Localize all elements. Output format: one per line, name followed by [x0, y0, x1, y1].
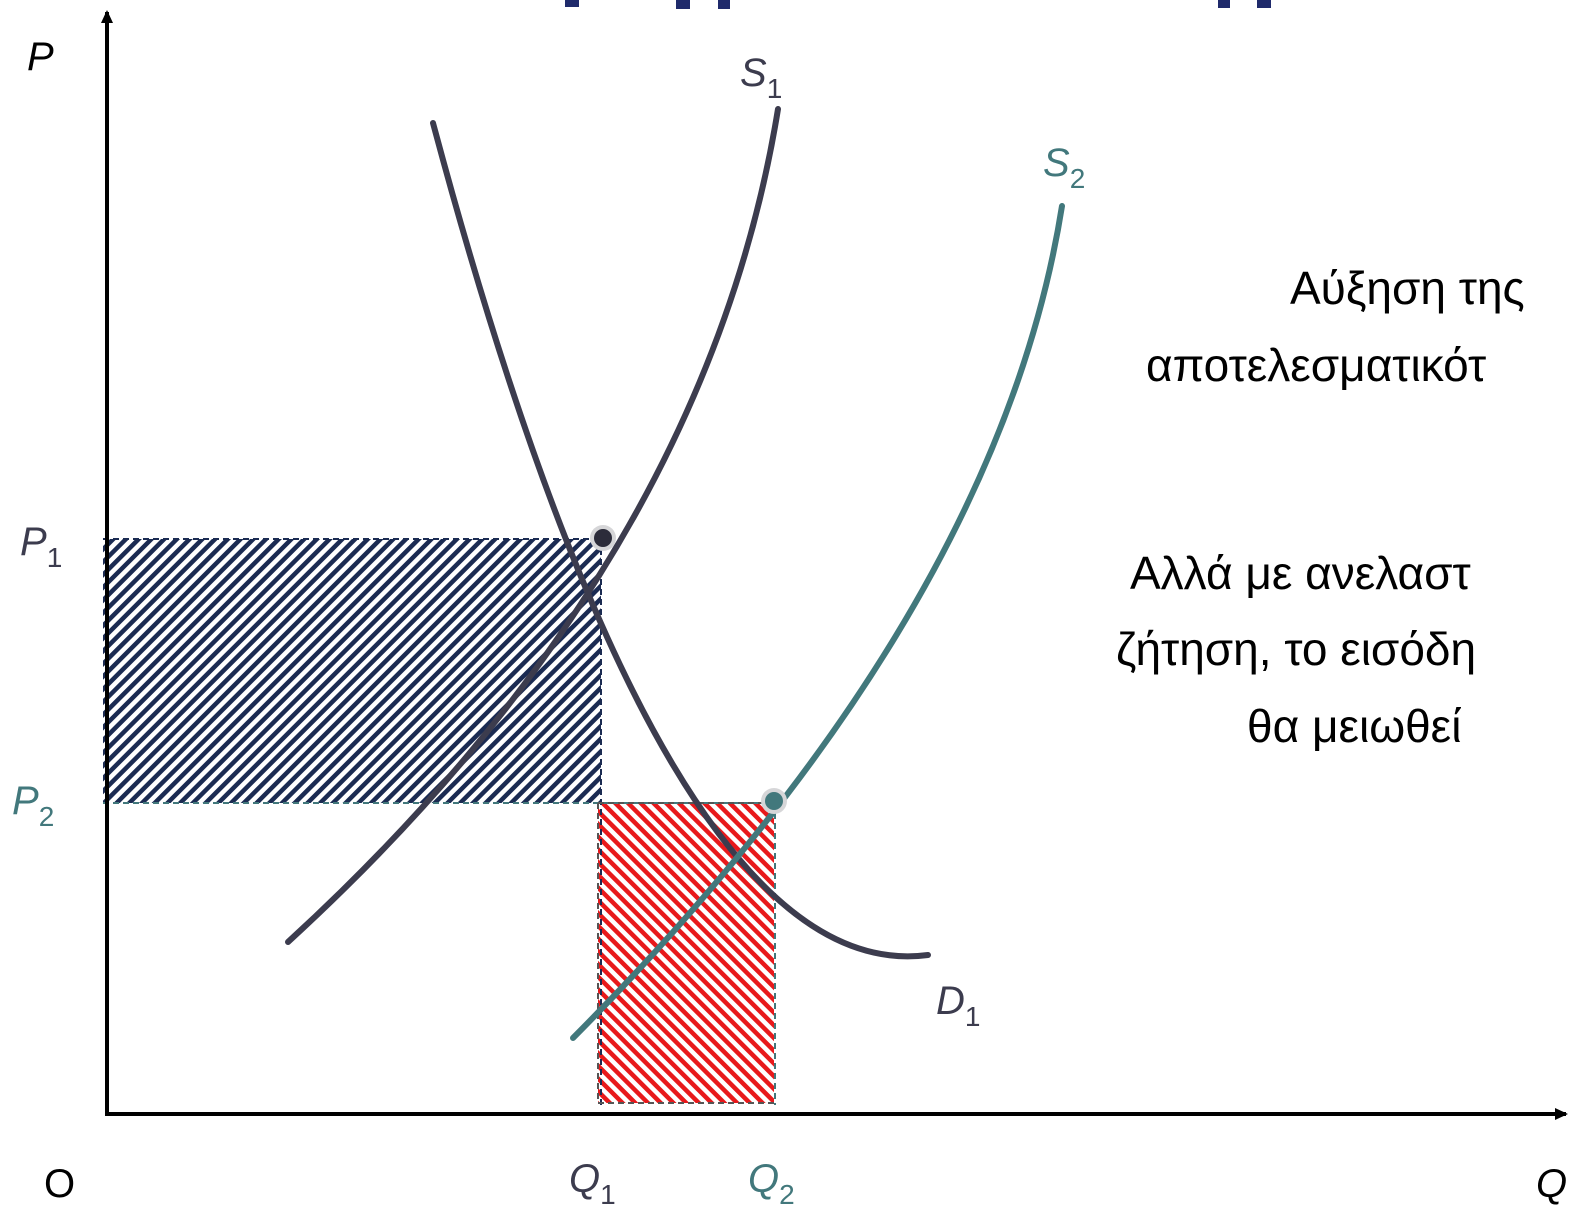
- equilibrium-point-2: [761, 788, 787, 814]
- side-text-line-1: Αύξηση της: [1290, 262, 1525, 314]
- s1-label: S1: [740, 51, 782, 104]
- revenue-area-q1-q2: [598, 803, 774, 1103]
- supply-curve-s2: [570, 203, 1065, 1041]
- equilibrium-point-1: [590, 525, 616, 551]
- x-axis-label: Q: [1536, 1162, 1567, 1206]
- q1-label: Q1: [569, 1157, 616, 1210]
- side-text-line-2: αποτελεσματικότ: [1146, 339, 1486, 391]
- d1-label: D1: [936, 979, 980, 1032]
- supply-curve-s1: [285, 106, 781, 945]
- p2-label: P2: [12, 779, 54, 832]
- s2-label: S2: [1043, 141, 1085, 194]
- revenue-area-p1-q1: [103, 539, 601, 803]
- y-axis-label: P: [27, 35, 54, 79]
- side-text-line-5: θα μειωθεί: [1247, 700, 1461, 752]
- p1-label: P1: [20, 520, 62, 573]
- demand-curve-d1: [430, 120, 931, 960]
- title-fragment: [565, 0, 1271, 9]
- side-text-line-3: Αλλά με ανελαστ: [1130, 547, 1471, 599]
- origin-label: O: [44, 1162, 75, 1206]
- side-text-line-4: ζήτηση, το εισόδη: [1116, 623, 1476, 675]
- q2-label: Q2: [748, 1157, 795, 1210]
- side-text-block: Αύξηση της αποτελεσματικότ Αλλά με ανελα…: [1116, 262, 1525, 752]
